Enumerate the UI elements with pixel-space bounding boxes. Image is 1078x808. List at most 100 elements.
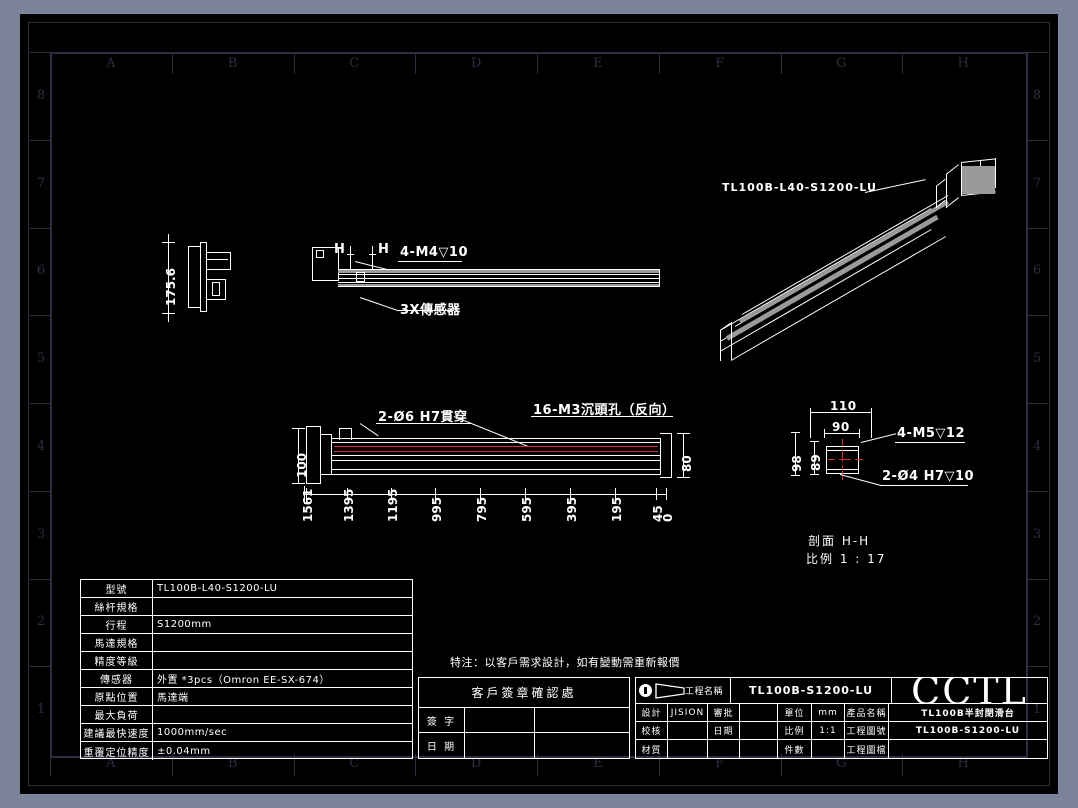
title-block-value <box>889 740 1047 758</box>
title-block-logo-cell: 工程名稱 <box>636 678 731 703</box>
grid-number-7-left: 7 <box>36 175 46 191</box>
grid-tick <box>30 139 52 141</box>
title-block-value: mm <box>812 704 845 721</box>
grid-tick <box>171 754 173 776</box>
customer-sign-block: 客戶簽章確認處 簽 字日 期 <box>418 677 630 759</box>
grid-tick <box>902 754 904 776</box>
grid-number-3-left: 3 <box>36 526 46 542</box>
title-block-label: 材質 <box>636 740 668 758</box>
spec-key: 傳感器 <box>81 670 153 687</box>
grid-tick <box>1026 490 1048 492</box>
title-block-header-row: 工程名稱 TL100B-S1200-LU CCTL <box>636 678 1047 704</box>
title-block-project-label: 工程名稱 <box>685 687 724 697</box>
dimension-label: 195 <box>610 496 624 522</box>
front-view-counterbore-note: 16-M3沉頭孔（反向） <box>533 403 676 418</box>
title-block-label: 工程圖號 <box>845 722 889 739</box>
front-view-right-height-dim: 80 <box>680 455 694 472</box>
dimension-label: 1195 <box>386 488 400 522</box>
title-block-value: JISION <box>668 704 708 721</box>
grid-tick <box>50 52 51 74</box>
dimension-tick <box>666 488 667 500</box>
spec-value: ±0.04mm <box>157 745 211 757</box>
grid-tick <box>415 754 417 776</box>
grid-tick <box>1026 315 1048 317</box>
spec-value: 外置 *3pcs（Omron EE-SX-674） <box>157 675 330 686</box>
spec-key: 原點位置 <box>81 688 153 705</box>
grid-number-4-left: 4 <box>36 438 46 454</box>
title-block-value <box>668 722 708 739</box>
grid-tick <box>1026 666 1048 668</box>
spec-key: 馬達規格 <box>81 634 153 651</box>
dimension-label: 595 <box>520 496 534 522</box>
section-caption-line2: 比例 1 : 17 <box>806 552 887 566</box>
title-block-label: 日期 <box>708 722 740 739</box>
sign-extra-field[interactable] <box>535 708 629 732</box>
grid-letter-e-bottom: E <box>593 756 603 771</box>
spec-value: S1200mm <box>157 619 212 630</box>
grid-letter-a-bottom: A <box>106 756 116 771</box>
dimension-label: 1395 <box>342 488 356 522</box>
spec-table-row: 馬達規格 <box>81 634 412 652</box>
grid-number-8-left: 8 <box>36 87 46 103</box>
grid-number-6-left: 6 <box>36 263 46 279</box>
section-dowel-note: 2-Ø4 H7▽10 <box>882 469 975 484</box>
spec-table-row: 絲杆規格 <box>81 598 412 616</box>
grid-tick <box>30 315 52 317</box>
iso-view-label: TL100B-L40-S1200-LU <box>722 181 877 194</box>
dimension-label: 0 <box>661 513 675 522</box>
spec-value: 馬達端 <box>157 693 189 704</box>
grid-tick <box>1026 578 1048 580</box>
section-mark-left-label: H <box>334 242 346 257</box>
grid-tick <box>171 52 173 74</box>
grid-letter-e-top: E <box>593 56 603 71</box>
sign-row: 簽 字 <box>419 708 629 733</box>
spec-value <box>153 634 412 651</box>
grid-tick <box>537 52 538 74</box>
sign-extra-field[interactable] <box>535 733 629 758</box>
grid-tick <box>780 52 782 74</box>
grid-tick <box>30 578 52 580</box>
grid-letter-g-bottom: G <box>836 756 847 771</box>
title-block-row: 材質件數工程圖檔 <box>636 740 1047 758</box>
sheet-grid-frame <box>28 22 1050 786</box>
grid-tick <box>415 52 417 74</box>
title-block-label: 比例 <box>778 722 812 739</box>
grid-letter-g-top: G <box>836 56 847 71</box>
grid-letter-d-bottom: D <box>470 756 482 771</box>
side-view-height-dim: 175.6 <box>164 268 178 306</box>
spec-value: 1000mm/sec <box>157 727 228 738</box>
dimension-label: 395 <box>565 496 579 522</box>
special-note: 特注：以客戶需求設計，如有變動需重新報價 <box>450 656 680 669</box>
grid-number-7-right: 7 <box>1032 175 1042 191</box>
spec-value <box>153 598 412 615</box>
grid-number-4-right: 4 <box>1032 438 1042 454</box>
grid-letter-h-bottom: H <box>957 756 969 771</box>
title-block-label: 工程圖檔 <box>845 740 889 758</box>
projection-cone-icon <box>655 682 685 699</box>
title-block-value <box>740 722 778 739</box>
sign-value-field[interactable] <box>465 733 535 758</box>
grid-tick <box>1026 403 1048 404</box>
grid-letter-h-top: H <box>957 56 969 71</box>
company-logo: CCTL <box>911 678 1028 703</box>
dimension-label: 995 <box>430 496 444 522</box>
section-tapped-note: 4-M5▽12 <box>897 426 966 441</box>
grid-tick <box>293 52 295 74</box>
sign-value-field[interactable] <box>465 708 535 732</box>
grid-number-3-right: 3 <box>1032 526 1042 542</box>
section-height-outer-dim: 98 <box>790 455 804 472</box>
title-block-value <box>740 704 778 721</box>
grid-tick <box>293 754 295 776</box>
grid-letter-b-bottom: B <box>227 756 238 771</box>
dimension-tick <box>615 488 616 500</box>
dimension-tick <box>570 488 571 500</box>
spec-key: 最大負荷 <box>81 706 153 723</box>
sign-label: 日 期 <box>419 733 465 758</box>
grid-letter-d-top: D <box>470 56 482 71</box>
